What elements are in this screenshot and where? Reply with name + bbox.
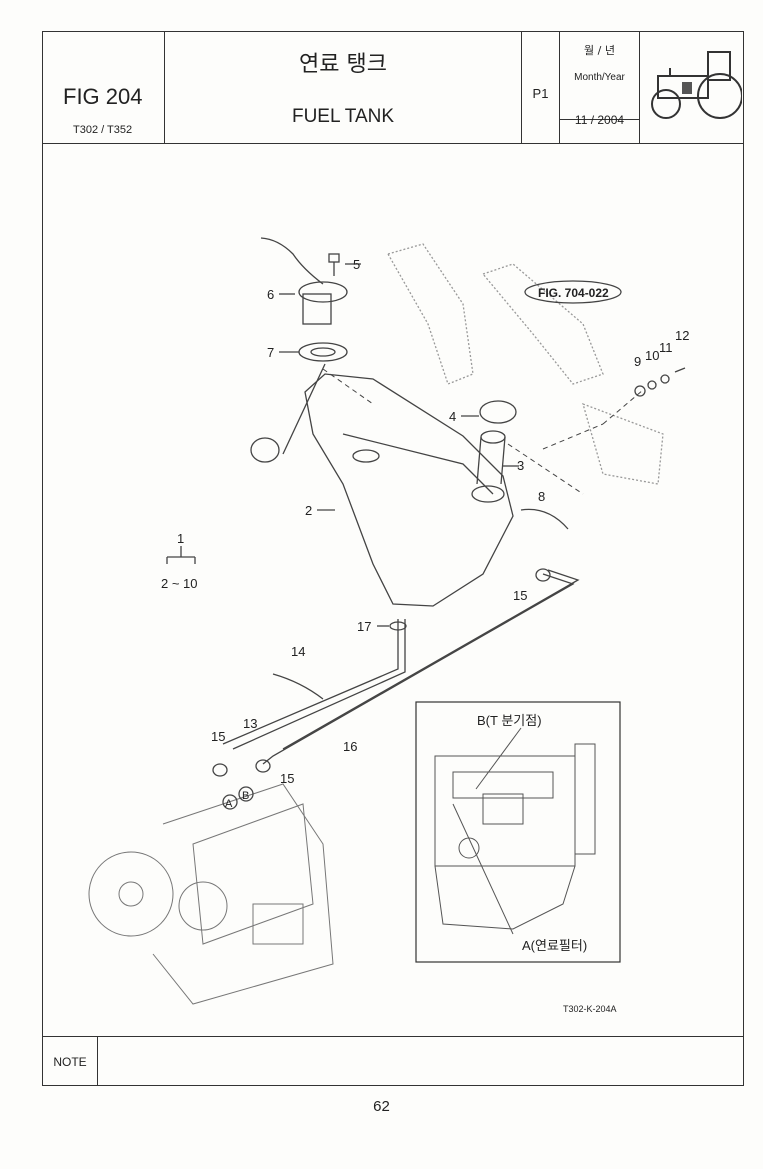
part-label: 9 [634, 354, 641, 369]
title-korean: 연료 탱크 [299, 52, 387, 77]
part-label: 15 [513, 588, 527, 603]
part-label: B(T 분기점) [477, 713, 542, 728]
page-code: P1 [532, 86, 549, 101]
callout-reference: FIG. 704-022 [538, 286, 609, 300]
engine-fan [88, 851, 174, 937]
part-label: 5 [353, 257, 360, 272]
gasket [298, 342, 348, 362]
title-cell: 연료 탱크 FUEL TANK [165, 32, 522, 143]
date-cell: 월 / 년 Month/Year 11 / 2004 [560, 32, 640, 143]
clamp-15c [255, 759, 271, 773]
part-label: 16 [343, 739, 357, 754]
date-divider [560, 119, 639, 120]
fuel-tank-body [304, 373, 514, 607]
clamp-16 [389, 621, 407, 631]
part-label: 2 ~ 10 [161, 576, 198, 591]
filler-cap [479, 400, 517, 424]
part-label: 17 [357, 619, 371, 634]
part-label: A(연료필터) [522, 938, 587, 953]
hose-14 [272, 673, 324, 700]
part-label: 4 [449, 409, 456, 424]
figure-number: FIG 204 [63, 84, 143, 109]
model-list: T302 / T352 [73, 124, 133, 136]
note-row: NOTE [43, 1036, 743, 1086]
page-number: 62 [373, 1098, 390, 1115]
part-label: 6 [267, 287, 274, 302]
title-english: FUEL TANK [291, 106, 395, 127]
part-label: A [225, 798, 233, 810]
part-label: T302-K-204A [563, 1004, 617, 1014]
part-label: 15 [211, 729, 225, 744]
parts-diagram: FIG. 704-022 5 6 7 4 3 2 8 9 10 11 12 1 … [88, 237, 689, 1014]
clamp-15b [212, 763, 228, 777]
part-label: 13 [243, 716, 257, 731]
date-value: 11 / 2004 [574, 113, 625, 127]
part-label: 12 [675, 328, 689, 343]
sender-unit [298, 281, 348, 303]
part-label: 11 [659, 340, 673, 355]
part-label: 3 [517, 458, 524, 473]
part-label: B [242, 790, 249, 802]
inset-box: B(T 분기점) A(연료필터) [415, 701, 621, 963]
date-label-english: Month/Year [574, 72, 625, 83]
tractor-icon [651, 51, 742, 119]
clamp-15a [535, 568, 551, 582]
fuel-pipe-13 [222, 619, 399, 745]
part-label: 14 [291, 644, 305, 659]
page-frame: FIG 204 T302 / T352 연료 탱크 FUEL TANK P1 월… [42, 31, 744, 1086]
part-label: 7 [267, 345, 274, 360]
figure-cell: FIG 204 T302 / T352 [43, 32, 165, 143]
part-label: 1 [177, 531, 184, 546]
part-label: 2 [305, 503, 312, 518]
fuel-hose-17 [262, 573, 575, 765]
filler-neck [480, 430, 506, 444]
part-label: 8 [538, 489, 545, 504]
date-label-korean: 월 / 년 [584, 44, 615, 57]
header: FIG 204 T302 / T352 연료 탱크 FUEL TANK P1 월… [43, 32, 743, 144]
breather-hose [520, 508, 569, 530]
note-label: NOTE [43, 1037, 98, 1086]
tractor-icon-cell [640, 32, 743, 143]
part-label: 10 [645, 348, 659, 363]
page-code-cell: P1 [522, 32, 560, 143]
part-label: 15 [280, 771, 294, 786]
